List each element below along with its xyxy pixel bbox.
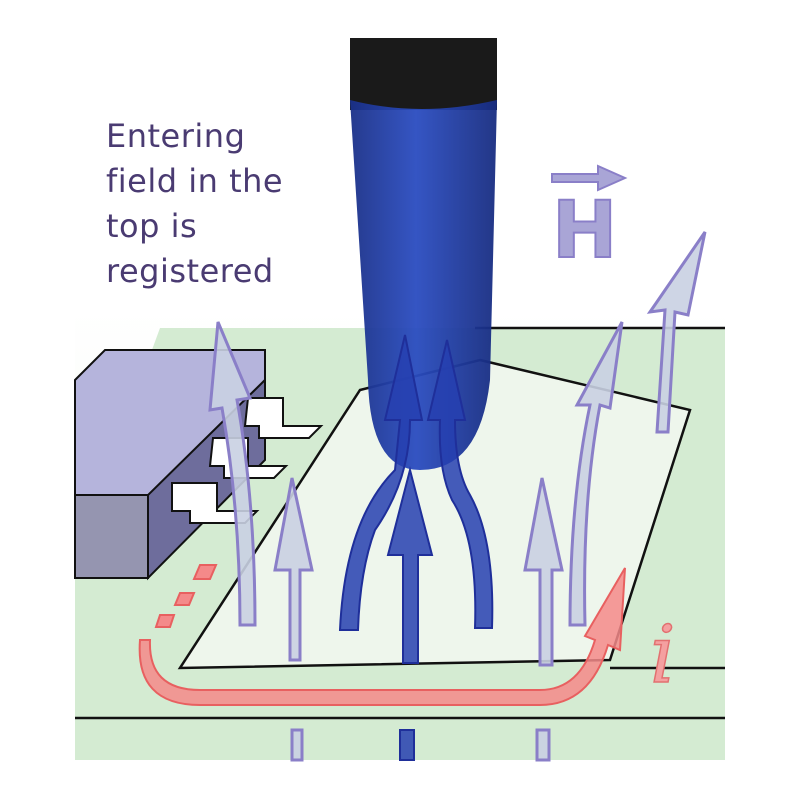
current-label-i: i bbox=[649, 607, 676, 702]
chip-front bbox=[74, 494, 149, 579]
current-dashes bbox=[154, 564, 218, 628]
probe-cap bbox=[350, 38, 497, 110]
current-arrow bbox=[138, 567, 626, 706]
hall-probe bbox=[350, 38, 497, 470]
field-arrow bbox=[208, 321, 257, 627]
field-arrows bbox=[208, 231, 707, 762]
probe-body bbox=[350, 100, 497, 470]
concentrated-field-arrow bbox=[338, 334, 424, 631]
concentrated-field-arrows bbox=[338, 334, 494, 761]
field-arrow bbox=[523, 477, 564, 667]
chip-pin bbox=[243, 397, 324, 439]
field-arrow bbox=[568, 321, 624, 627]
field-label-h: H bbox=[551, 185, 618, 277]
concentrated-field-arrow-tail bbox=[399, 729, 415, 761]
concentrated-field-arrow bbox=[386, 466, 434, 664]
field-arrow bbox=[646, 231, 707, 434]
caption-text: Entering field in the top is registered bbox=[106, 117, 284, 290]
field-arrow-tail bbox=[535, 728, 551, 762]
vector-arrow-icon bbox=[551, 164, 628, 192]
field-arrow bbox=[273, 477, 314, 662]
field-arrow-tail bbox=[290, 728, 304, 762]
concentrated-field-arrow bbox=[426, 339, 494, 629]
